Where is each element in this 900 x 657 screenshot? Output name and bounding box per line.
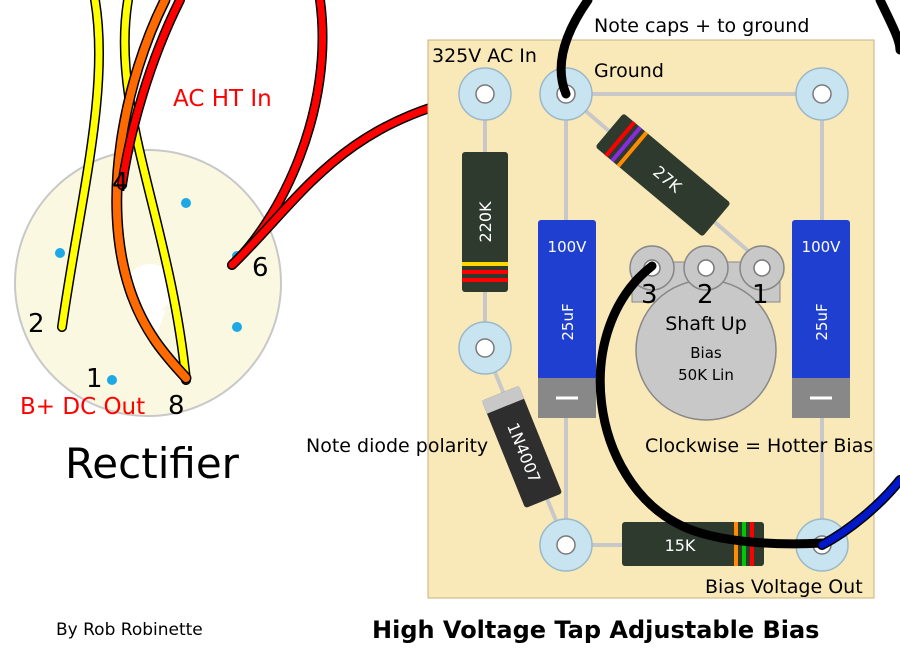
cap-right-voltage: 100V [802,238,842,256]
author-credit: By Rob Robinette [56,620,203,640]
board-wires [556,0,900,550]
note-diode-label: Note diode polarity [306,435,488,457]
pin-label-2: 2 [28,309,45,339]
wire-orange-pin8 [112,0,190,382]
wire-black-pot [595,261,827,549]
resistor-220k [462,152,508,292]
resistor-27k: 27K [596,114,730,236]
wire-black-top-right [875,0,900,55]
pin-label-6: 6 [252,253,269,283]
pot-shaft-label: Shaft Up [665,313,747,335]
ac-ht-in-label: AC HT In [173,86,272,112]
ground-label: Ground [594,60,664,82]
wire-yellow-pin2 [58,0,103,331]
pot-value-label: 50K Lin [678,366,734,384]
pot-pin-label-3: 3 [641,280,658,310]
capacitor-left [538,220,596,418]
clockwise-note-label: Clockwise = Hotter Bias [645,435,873,457]
note-caps-label: Note caps + to ground [594,15,809,37]
pot-bias-label: Bias [690,344,722,362]
bias-out-label: Bias Voltage Out [705,576,863,598]
pin-dot-5 [181,198,191,208]
wire-yellow-pin8 [121,0,190,384]
pin-label-1: 1 [86,364,103,394]
wire-red-pin4 [118,0,184,189]
pin-label-8: 8 [168,391,185,421]
cap-left-capacitance: 25uF [559,303,577,340]
resistor-15k-label: 15K [665,536,696,555]
diagram-title: High Voltage Tap Adjustable Bias [372,616,819,644]
pot-pin-label-1: 1 [752,280,769,310]
pot-pin-label-2: 2 [697,280,714,310]
resistor-220k-label: 220K [476,201,495,243]
wire-black-ground [556,0,593,99]
capacitor-right [792,220,850,418]
cap-left-voltage: 100V [548,238,588,256]
cap-right-capacitance: 25uF [813,303,831,340]
ac-in-label: 325V AC In [432,45,537,67]
pin-dot-7 [232,322,242,332]
pin-dot-3 [55,248,65,258]
b-plus-dc-out-label: B+ DC Out [20,394,145,420]
pin-label-4: 4 [112,168,129,198]
wire-blue-bias-out [818,476,900,549]
pin-dot-1 [107,375,117,385]
board-pads [458,67,849,572]
rectifier-title: Rectifier [65,439,240,488]
